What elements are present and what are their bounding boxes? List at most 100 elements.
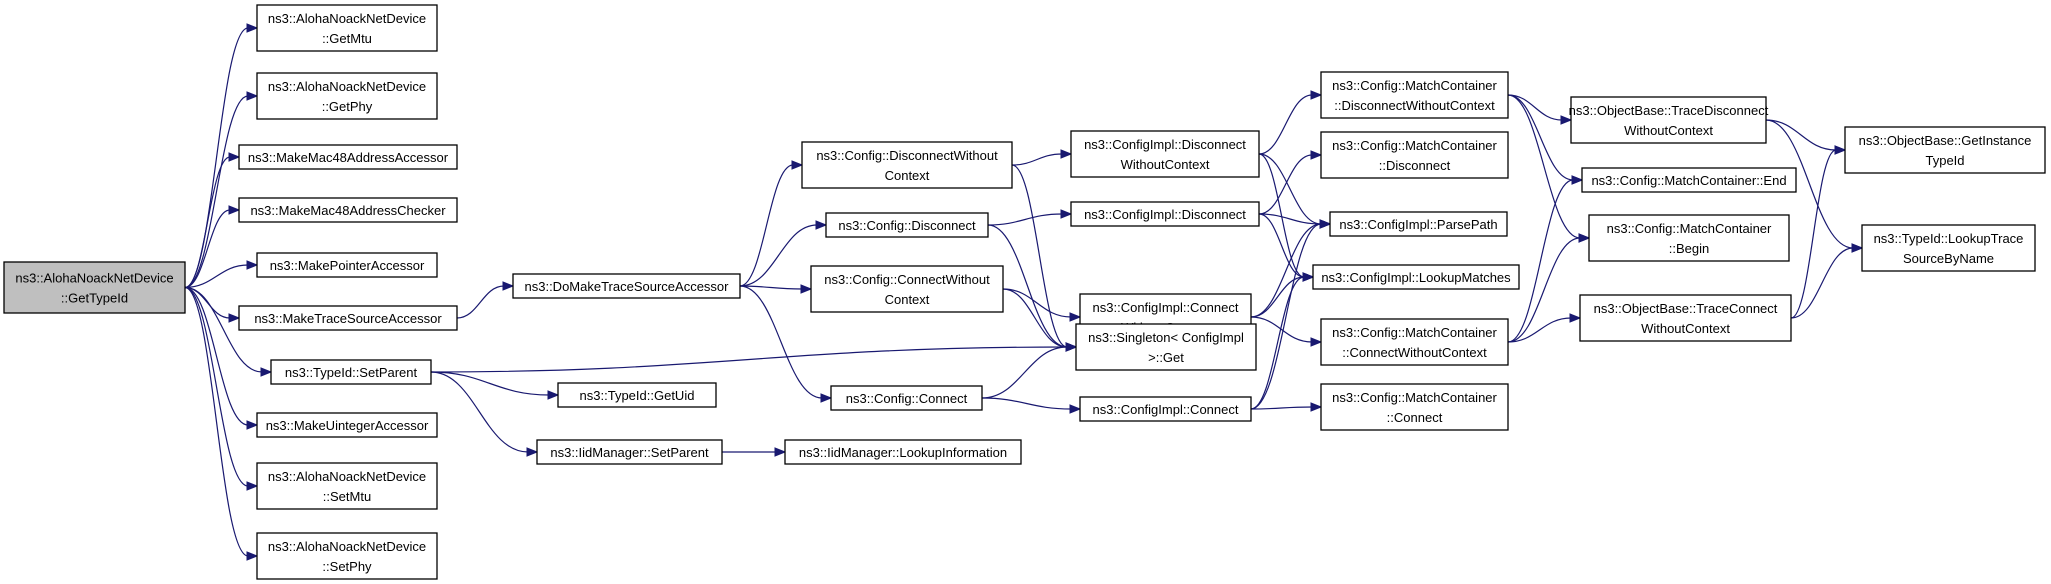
node-implDisc[interactable]: ns3::ConfigImpl::Disconnect	[1070, 201, 1260, 227]
node-box	[1579, 294, 1792, 342]
node-cfgConn[interactable]: ns3::Config::Connect	[830, 385, 983, 411]
node-obTraceConnWC[interactable]: ns3::ObjectBase::TraceConnectWithoutCont…	[1579, 294, 1792, 342]
edge-root-to-ptrAcc	[184, 260, 259, 289]
edge-arrowhead	[246, 260, 259, 270]
node-box	[256, 412, 438, 438]
node-box	[1070, 130, 1260, 178]
node-cfgDiscWC[interactable]: ns3::Config::DisconnectWithoutContext	[801, 141, 1013, 189]
edge-arrowhead	[1302, 272, 1315, 282]
node-getPhy[interactable]: ns3::AlohaNoackNetDevice::GetPhy	[256, 72, 438, 120]
edge-line	[1790, 149, 1837, 319]
node-iidLookup[interactable]: ns3::IidManager::LookupInformation	[784, 439, 1022, 465]
node-label: ns3::ObjectBase::GetInstance	[1859, 133, 2032, 148]
node-label: ns3::IidManager::SetParent	[550, 445, 709, 460]
edge-arrowhead	[1060, 209, 1073, 219]
edge-line	[430, 371, 529, 453]
edge-line	[1507, 94, 1563, 121]
edge-doMake-to-cfgDisc	[739, 220, 828, 287]
edge-line	[1250, 406, 1313, 410]
edge-arrowhead	[820, 393, 833, 403]
node-label: ns3::AlohaNoackNetDevice	[268, 11, 426, 26]
node-label: ::GetMtu	[322, 31, 372, 46]
node-box	[830, 385, 983, 411]
node-mcConn[interactable]: ns3::Config::MatchContainer::Connect	[1320, 383, 1509, 431]
node-setParent[interactable]: ns3::TypeId::SetParent	[270, 359, 432, 385]
node-box	[238, 305, 458, 331]
node-box	[1861, 224, 2036, 272]
node-mcBegin[interactable]: ns3::Config::MatchContainer::Begin	[1588, 214, 1790, 262]
edge-arrowhead	[1069, 312, 1082, 322]
node-singleton[interactable]: ns3::Singleton< ConfigImpl >::Get	[1075, 323, 1257, 371]
node-getUid[interactable]: ns3::TypeId::GetUid	[557, 382, 717, 408]
node-label: ns3::TypeId::GetUid	[580, 388, 695, 403]
node-label: ns3::ConfigImpl::Disconnect	[1084, 137, 1246, 152]
node-label: ::ConnectWithoutContext	[1342, 345, 1487, 360]
node-mac48Chk[interactable]: ns3::MakeMac48AddressChecker	[238, 197, 458, 223]
node-setMtu[interactable]: ns3::AlohaNoackNetDevice::SetMtu	[256, 462, 438, 510]
node-mcEnd[interactable]: ns3::Config::MatchContainer::End	[1581, 167, 1797, 193]
node-root[interactable]: ns3::AlohaNoackNetDevice::GetTypeId	[3, 261, 186, 314]
edge-obTraceConnWC-to-obGetInst	[1790, 145, 1847, 319]
edge-implConn-to-lookupMatches	[1250, 272, 1315, 410]
node-box	[238, 197, 458, 223]
node-box	[536, 439, 723, 465]
node-setPhy[interactable]: ns3::AlohaNoackNetDevice::SetPhy	[256, 532, 438, 580]
node-label: ns3::Config::DisconnectWithout	[816, 148, 998, 163]
node-mcDiscWC[interactable]: ns3::Config::MatchContainer::DisconnectW…	[1320, 71, 1509, 119]
node-mcDisc[interactable]: ns3::Config::MatchContainer::Disconnect	[1320, 131, 1509, 179]
node-mcConnWC[interactable]: ns3::Config::MatchContainer::ConnectWith…	[1320, 318, 1509, 366]
node-label: WithoutContext	[1624, 123, 1713, 138]
edge-arrowhead	[1560, 115, 1573, 125]
edge-arrowhead	[1065, 342, 1078, 352]
node-label: ns3::Config::MatchContainer	[1332, 325, 1497, 340]
edge-cfgConnWC-to-singleton	[1002, 288, 1078, 352]
edge-line	[981, 346, 1068, 399]
edge-line	[1258, 154, 1313, 215]
node-implConn[interactable]: ns3::ConfigImpl::Connect	[1079, 396, 1252, 422]
node-label: ns3::Config::MatchContainer	[1332, 390, 1497, 405]
node-uintAcc[interactable]: ns3::MakeUintegerAccessor	[256, 412, 438, 438]
node-getMtu[interactable]: ns3::AlohaNoackNetDevice::GetMtu	[256, 4, 438, 52]
edge-cfgConn-to-singleton	[981, 342, 1078, 399]
node-label: ::GetTypeId	[61, 291, 128, 306]
node-box	[557, 382, 717, 408]
node-parsePath[interactable]: ns3::ConfigImpl::ParsePath	[1329, 211, 1508, 237]
edge-line	[739, 285, 803, 290]
node-box	[256, 252, 438, 278]
node-box	[256, 72, 438, 120]
node-label: ns3::ObjectBase::TraceDisconnect	[1569, 103, 1769, 118]
node-label: ns3::MakePointerAccessor	[270, 258, 425, 273]
node-doMake[interactable]: ns3::DoMakeTraceSourceAccessor	[512, 273, 741, 299]
node-label: ns3::Config::Disconnect	[838, 218, 976, 233]
edge-line	[1258, 153, 1305, 278]
node-cfgConnWC[interactable]: ns3::Config::ConnectWithoutContext	[810, 265, 1004, 313]
node-iidSetParent[interactable]: ns3::IidManager::SetParent	[536, 439, 723, 465]
edge-cfgConnWC-to-implConnWC	[1002, 288, 1082, 322]
node-label: ::DisconnectWithoutContext	[1334, 98, 1495, 113]
edge-line	[1250, 276, 1305, 318]
node-label: ns3::ConfigImpl::ParsePath	[1339, 217, 1497, 232]
node-box	[1570, 96, 1767, 144]
node-box	[1581, 167, 1797, 193]
edge-line	[1507, 179, 1574, 343]
node-box	[825, 212, 989, 238]
node-traceAcc[interactable]: ns3::MakeTraceSourceAccessor	[238, 305, 458, 331]
node-lookupMatches[interactable]: ns3::ConfigImpl::LookupMatches	[1312, 264, 1520, 290]
edge-line	[1258, 213, 1305, 278]
edge-arrowhead	[246, 551, 259, 561]
node-box	[1079, 396, 1252, 422]
node-ptrAcc[interactable]: ns3::MakePointerAccessor	[256, 252, 438, 278]
edge-arrowhead	[1310, 150, 1323, 160]
node-label: ns3::ConfigImpl::Connect	[1093, 300, 1239, 315]
node-box	[1070, 201, 1260, 227]
node-implDiscWC[interactable]: ns3::ConfigImpl::DisconnectWithoutContex…	[1070, 130, 1260, 178]
edge-line	[430, 371, 550, 396]
node-cfgDisc[interactable]: ns3::Config::Disconnect	[825, 212, 989, 238]
node-mac48Acc[interactable]: ns3::MakeMac48AddressAccessor	[238, 144, 458, 170]
node-obTraceDiscWC[interactable]: ns3::ObjectBase::TraceDisconnectWithoutC…	[1569, 96, 1769, 144]
node-box	[270, 359, 432, 385]
edge-line	[184, 95, 249, 289]
